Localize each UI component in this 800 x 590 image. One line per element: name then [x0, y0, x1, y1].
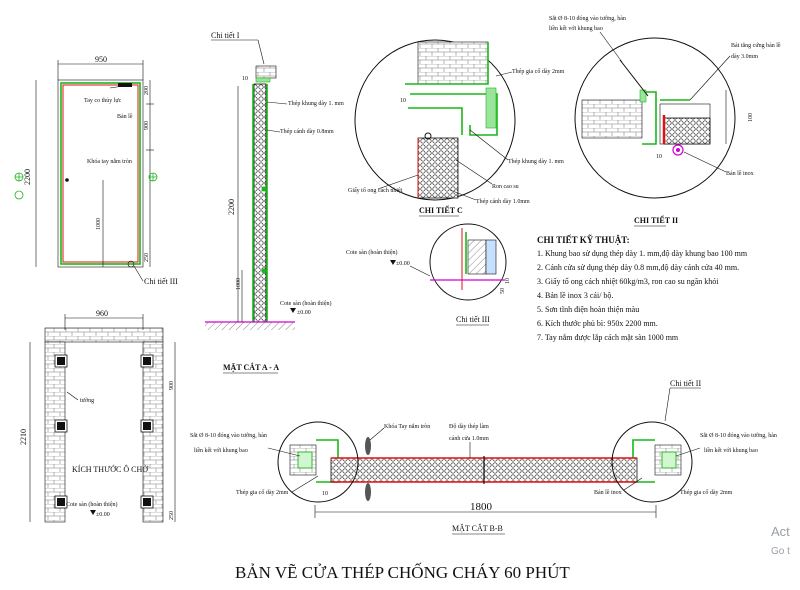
door-closer-body: [118, 83, 132, 87]
bb-dim-1800: 1800: [470, 501, 493, 513]
c-label-shim: Thép gia cố dày 2mm: [512, 68, 565, 75]
opening-dim-900: 900: [169, 381, 175, 390]
bb-detail-ref: Chi tiết II: [670, 379, 701, 388]
opening-floor-level: ±0.00: [96, 512, 110, 518]
spec-line-3: 3. Giấy tổ ong cách nhiệt 60kg/m3, ron c…: [537, 277, 719, 286]
bb-detail-circle: [611, 421, 693, 503]
aa-label-leaf: Thép cánh dày 0.8mm: [280, 129, 334, 135]
c-caption: CHI TIẾT C: [419, 205, 463, 215]
wall-opening: 960 2210 900 250 tường KÍCH THƯỚC Ô CHỜ …: [19, 309, 176, 523]
spec-line-6: 6. Kích thước phủ bì: 950x 2200 mm.: [537, 319, 658, 328]
detail-iii-ref: Chi tiết III: [144, 277, 178, 286]
opening-floor-label: Cote sàn (hoàn thiện): [66, 501, 118, 508]
leaf-section: [253, 83, 267, 323]
label-lock: Khóa tay nắm tròn: [87, 158, 132, 165]
aa-dim-10: 10: [242, 76, 248, 82]
drawing-title: BẢN VẼ CỬA THÉP CHỐNG CHÁY 60 PHÚT: [235, 563, 570, 582]
door-height-dim: 2200: [23, 169, 32, 185]
bb-dim-10: 10: [322, 491, 328, 497]
dim-200: 200: [144, 86, 150, 95]
aa-floor-label: Cote sàn (hoàn thiện): [280, 300, 332, 307]
opening-title: KÍCH THƯỚC Ô CHỜ: [72, 464, 149, 474]
detail-i-ref: Chi tiết I: [211, 31, 240, 40]
detail-iii: Cote sàn (hoàn thiện) ±0.00 50 10 Chi ti…: [346, 223, 511, 326]
iii-floor-level: ±0.00: [396, 261, 410, 267]
label-hinge: Bản lề: [117, 113, 133, 120]
activation-watermark-line1: Act: [771, 524, 790, 539]
label-wall: tường: [80, 398, 94, 404]
dim-250: 250: [144, 253, 150, 262]
iii-dim-10: 10: [505, 278, 511, 284]
door-width-dim: 950: [95, 55, 107, 64]
detail-c: 10 Thép gia cố dày 2mm Thép khung dày 1.…: [348, 39, 565, 217]
detail-c-circle: [354, 39, 516, 201]
aa-caption: MẶT CẮT A - A: [223, 362, 279, 372]
bb-anchor-r2: liền kết với khung bao: [704, 447, 758, 454]
lintel-brick: [44, 327, 164, 343]
aa-dim-2200: 2200: [227, 199, 236, 215]
spec-line-1: 1. Khung bao sử dụng thép dày 1. mm,độ d…: [537, 249, 748, 258]
door-elevation: 950 2200 200 900 1000 250 Tay co thủy lự…: [14, 55, 178, 286]
c-label-frame: Thép khung dày 1. mm: [508, 159, 564, 165]
ii-caption: CHI TIẾT II: [634, 215, 678, 225]
iii-floor-label: Cote sàn (hoàn thiện): [346, 249, 398, 256]
detail-marker: [127, 260, 135, 268]
specs-block: CHI TIẾT KỸ THUẬT: 1. Khung bao sử dụng …: [537, 235, 748, 342]
spec-line-2: 2. Cánh cửa sử dụng thép dày 0.8 mm,độ d…: [537, 263, 739, 272]
bb-caption: MẶT CẮT B-B: [452, 523, 503, 533]
bb-anchor-r1: Sắt Ø 8-10 đóng vào tường, hàn: [700, 432, 777, 439]
detail-ii: Sắt Ø 8-10 đóng vào tường, hàn liền kết …: [549, 15, 781, 227]
opening-width-dim: 960: [96, 309, 108, 318]
label-closer: Tay co thủy lực: [84, 98, 122, 104]
specs-heading: CHI TIẾT KỸ THUẬT:: [537, 235, 630, 245]
section-bb: Chi tiết II Sắt Ø 8-10 đóng vào tường, h…: [190, 379, 777, 535]
c-label-honeycomb: Giấy tổ ong cách nhiệt: [348, 187, 403, 194]
bb-anchor-l2: liền kết với khung bao: [194, 447, 248, 454]
ii-plate-line2: dày 3.0mm: [731, 54, 758, 60]
spec-line-5: 5. Sơn tĩnh điện hoàn thiện màu: [537, 305, 639, 314]
opening-height-dim: 2210: [19, 429, 28, 445]
door-outline: [57, 79, 144, 268]
detail-c-honeycomb: [417, 137, 459, 199]
ii-dim-100: 100: [748, 113, 754, 122]
door-frame: [60, 82, 141, 265]
ii-dim-10: 10: [656, 154, 662, 160]
c-dim-10: 10: [400, 98, 406, 104]
detail-iii-circle: [429, 223, 507, 301]
bb-label-hinge: Bản lề inox: [594, 489, 622, 496]
ii-anchor-line1: Sắt Ø 8-10 đóng vào tường, hàn: [549, 15, 626, 22]
c-label-seal: Ron cao su: [492, 184, 519, 190]
c-label-leaf: Thép cánh dày 1.0mm: [476, 199, 530, 205]
iii-dim-50: 50: [500, 288, 506, 294]
lock-dot: [65, 178, 69, 182]
bb-label-shim-right: Thép gia cố dày 2mm: [680, 489, 733, 496]
dim-900: 900: [144, 121, 150, 130]
activation-watermark-line2: Go t: [771, 546, 790, 557]
aa-label-frame: Thép khung dày 1. mm: [288, 101, 344, 107]
bb-leaf-line1: Độ dày thép làm: [449, 424, 489, 430]
bb-label-lock: Khóa Tay nắm tròn: [384, 423, 430, 430]
ii-label-hinge: Bản lề inox: [726, 170, 754, 177]
bb-leaf-line2: cánh cửa 1.0mm: [449, 436, 489, 442]
detail-ii-circle: [574, 37, 736, 199]
spec-line-4: 4. Bản lề inox 3 cái/ bộ.: [537, 291, 613, 300]
opening-dim-250: 250: [169, 511, 175, 520]
ii-anchor-line2: liền kết với khung bao: [549, 25, 603, 32]
spec-line-7: 7. Tay nắm được lắp cách mặt sàn 1000 mm: [537, 333, 679, 342]
aa-dim-1000: 1000: [236, 278, 242, 290]
bb-label-shim: Thép gia cố dày 2mm: [236, 489, 289, 496]
iii-caption: Chi tiết III: [456, 315, 490, 324]
door-leaf: [62, 84, 139, 263]
ii-plate-line1: Bát tăng cứng bản lề: [731, 42, 781, 49]
bb-anchor-l1: Sắt Ø 8-10 đóng vào tường, hàn: [190, 432, 267, 439]
handle-height-dim: 1000: [96, 218, 102, 230]
aa-floor-level: ±0.00: [297, 310, 311, 316]
section-aa: Chi tiết I 10 2200 1000 Thép khung dày 1…: [205, 31, 344, 374]
